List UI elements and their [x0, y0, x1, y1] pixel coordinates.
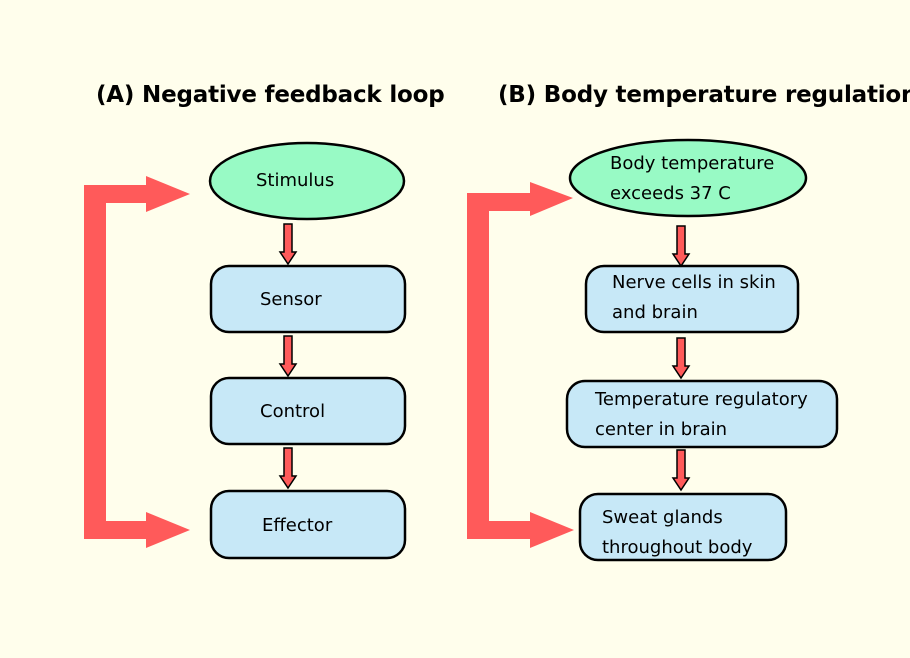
down-arrow: [278, 223, 298, 266]
down-arrow: [671, 225, 691, 268]
panel-b-down-arrows: [671, 225, 691, 492]
down-arrow: [278, 335, 298, 378]
effector-label: Effector: [262, 515, 333, 536]
body-temperature-label: Body temperature exceeds 37 C: [610, 153, 775, 204]
down-arrow: [278, 447, 298, 490]
stimulus-label: Stimulus: [256, 170, 335, 191]
body-temperature-node: [568, 138, 808, 218]
down-arrow: [671, 337, 691, 380]
temperature-center-node: [565, 379, 839, 449]
sweat-glands-node: [578, 492, 788, 562]
nerve-cells-label: Nerve cells in skin and brain: [612, 272, 776, 323]
nerve-cells-node: [584, 264, 800, 334]
panel-b-title: (B) Body temperature regulation: [498, 82, 910, 108]
effector-node: [209, 489, 407, 560]
control-label: Control: [260, 401, 326, 422]
sensor-label: Sensor: [260, 289, 322, 310]
sweat-glands-label: Sweat glands throughout body: [602, 507, 753, 558]
stimulus-node: [208, 141, 406, 221]
panel-a-down-arrows: [278, 223, 298, 490]
temperature-center-label: Temperature regulatory center in brain: [595, 389, 808, 440]
down-arrow: [671, 449, 691, 492]
sensor-node: [209, 264, 407, 334]
panel-a-loop-arrow: [84, 176, 190, 548]
control-node: [209, 376, 407, 446]
panel-a-title: (A) Negative feedback loop: [96, 82, 445, 108]
panel-b-loop-arrow: [467, 182, 574, 548]
